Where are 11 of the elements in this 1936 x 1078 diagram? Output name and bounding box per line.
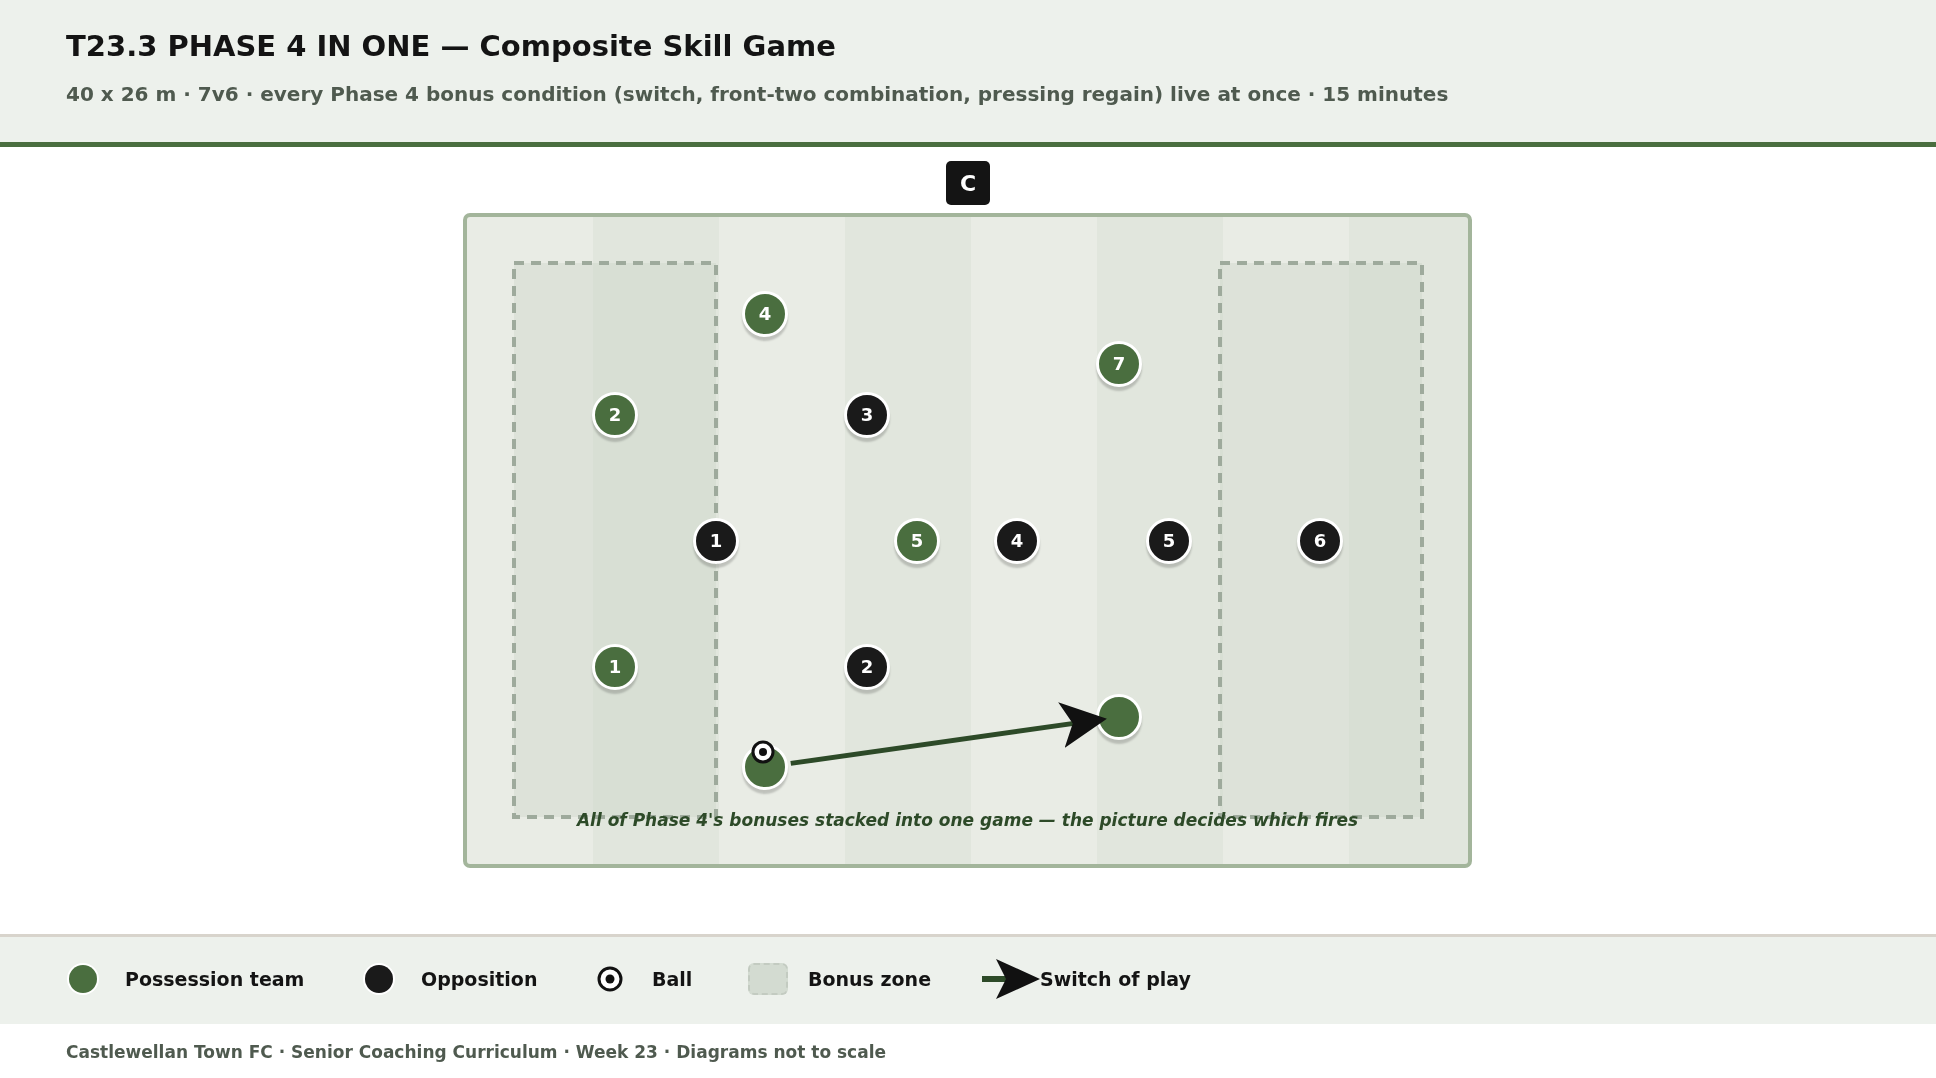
coach-marker: C: [946, 161, 990, 205]
subtitle: 40 x 26 m · 7v6 · every Phase 4 bonus condition (switch, front-two combination, pressing regain) live at once · 15 minutes: [66, 82, 1449, 106]
note: All of Phase 4's bonuses stacked into one game — the picture decides which fires: [576, 810, 1359, 830]
footer-note: Castlewellan Town FC · Senior Coaching Curriculum · Week 23 · Diagrams not to scale: [66, 1042, 886, 1062]
legend-label: Bonus zone: [808, 968, 932, 990]
title: T23.3 PHASE 4 IN ONE — Composite Skill Game: [66, 29, 836, 63]
legend-label: Possession team: [125, 968, 305, 990]
legend-label: Ball: [652, 968, 693, 990]
legend-label: Switch of play: [1040, 968, 1191, 990]
legend-label: Opposition: [421, 968, 538, 990]
switch-of-play-arrow: [790, 702, 1107, 766]
